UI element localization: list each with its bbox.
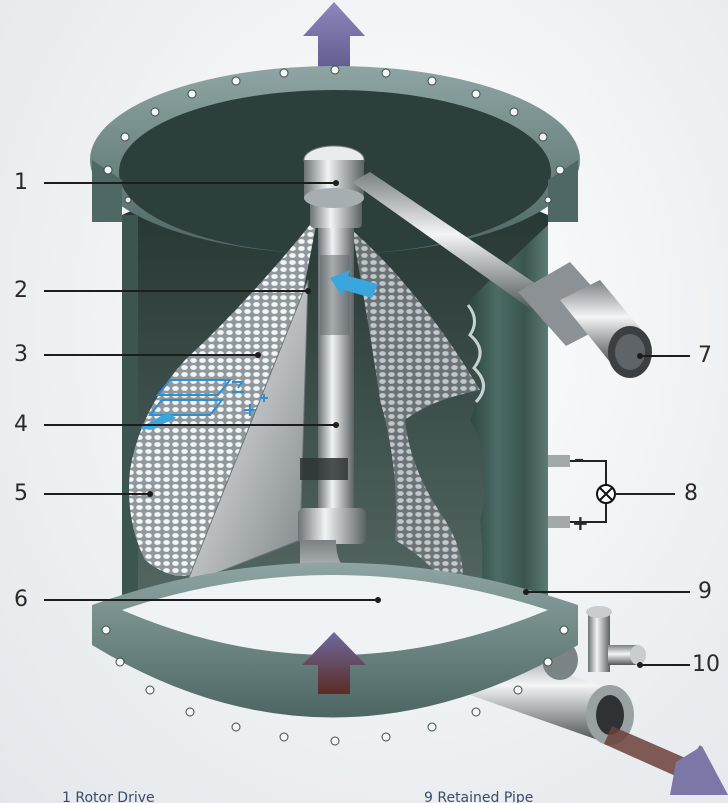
callout-9: 9 — [698, 579, 712, 604]
cone-blade — [185, 279, 309, 586]
vessel-wall-left — [122, 215, 138, 610]
leader-lines — [44, 182, 690, 666]
mesh-screen-right — [352, 230, 480, 600]
callout-2: 2 — [14, 278, 28, 303]
callout-4: 4 — [14, 412, 28, 437]
sensor-plus-sign: + — [572, 511, 589, 535]
caption-right: 9 Retained Pipe — [424, 790, 534, 803]
shaft-collar-bottom — [298, 508, 366, 544]
drive-arm — [352, 172, 548, 310]
callout-7: 7 — [698, 343, 712, 368]
bottom-inlet-arrow — [302, 632, 366, 694]
drive-motor — [518, 262, 652, 378]
bottom-flange-bolts — [101, 625, 569, 746]
mesh-screen-left — [129, 215, 318, 576]
level-sensor — [548, 455, 675, 528]
leader-dots — [147, 180, 643, 668]
top-outlet-arrow — [303, 2, 365, 72]
callout-6: 6 — [14, 587, 28, 612]
sensor-minus-sign: – — [574, 447, 584, 471]
top-flange-bolts — [103, 65, 565, 204]
inflow-arrow-blue — [330, 270, 378, 298]
vessel-wall-right — [470, 225, 548, 668]
callout-1: 1 — [14, 170, 28, 195]
central-shaft — [318, 200, 354, 530]
callout-8: 8 — [684, 481, 698, 506]
wall-cut-edge — [466, 304, 485, 404]
drain-outflow-arrow — [604, 726, 728, 795]
callout-5: 5 — [14, 481, 28, 506]
caption-left: 1 Rotor Drive — [62, 790, 155, 803]
callout-10: 10 — [692, 652, 720, 677]
flow-direction-markers — [147, 379, 268, 416]
callout-3: 3 — [14, 342, 28, 367]
